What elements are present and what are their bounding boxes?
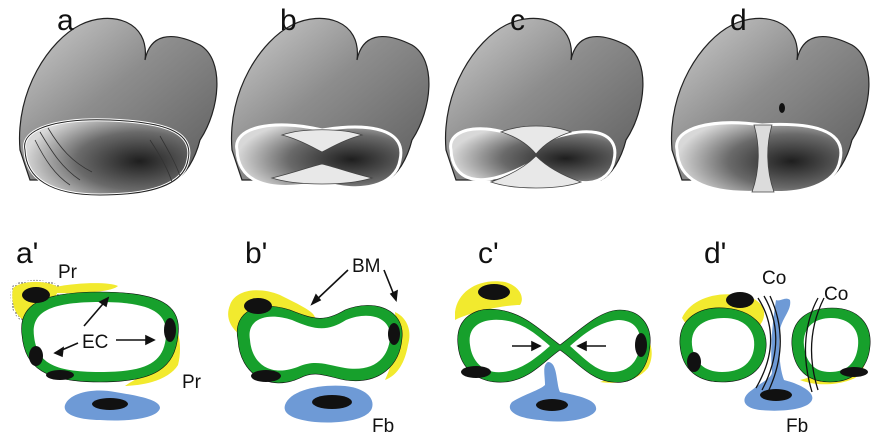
label-ec: EC bbox=[82, 332, 108, 353]
fibroblast-c-nucleus bbox=[536, 399, 568, 411]
nucleus-c-1 bbox=[478, 284, 510, 300]
fibroblast-d-nucleus bbox=[760, 389, 792, 401]
label-pr-left: Pr bbox=[58, 262, 78, 283]
panel-a-vessel: a bbox=[20, 4, 217, 195]
lumen-d-left bbox=[692, 318, 754, 372]
panel-c-prime-section: c' bbox=[455, 237, 652, 422]
nucleus-b-1 bbox=[244, 298, 272, 314]
panel-b-label: b bbox=[280, 4, 297, 37]
panel-d-prime-section: d' Co Co Fb bbox=[680, 237, 870, 437]
nucleus-c-3 bbox=[635, 333, 647, 357]
nucleus-d-2 bbox=[687, 352, 701, 372]
panel-a-prime-section: a' Pr EC Pr bbox=[11, 237, 201, 421]
nucleus-a-1 bbox=[22, 287, 50, 303]
panel-c-vessel: c bbox=[446, 4, 643, 188]
panel-a-label: a bbox=[57, 4, 74, 37]
nucleus-b-3 bbox=[388, 323, 400, 345]
pericyte-a-top bbox=[55, 283, 118, 293]
fibroblast-b-nucleus bbox=[312, 395, 352, 409]
label-pr-right: Pr bbox=[182, 372, 202, 393]
label-co-left: Co bbox=[762, 268, 786, 289]
panel-b-vessel: b bbox=[232, 4, 429, 188]
nucleus-a-2 bbox=[164, 318, 176, 342]
panel-d-prime-label: d' bbox=[704, 237, 726, 270]
panel-c-prime-label: c' bbox=[478, 237, 499, 270]
fibroblast-a-nucleus bbox=[92, 398, 128, 410]
panel-d-vessel: d bbox=[672, 4, 869, 193]
label-co-right: Co bbox=[824, 284, 848, 305]
nucleus-d-1 bbox=[726, 292, 754, 308]
nucleus-d-3 bbox=[840, 367, 868, 377]
label-bm: BM bbox=[352, 256, 381, 277]
panel-c-label: c bbox=[510, 4, 525, 37]
nucleus-b-2 bbox=[251, 370, 281, 382]
label-fb-b: Fb bbox=[372, 416, 394, 437]
panel-d-label: d bbox=[730, 4, 747, 37]
panel-a-prime-label: a' bbox=[16, 237, 38, 270]
vessel-d-hole bbox=[779, 103, 785, 113]
panel-b-prime-section: b' BM Fb bbox=[228, 237, 409, 437]
nucleus-a-4 bbox=[46, 370, 74, 380]
panel-b-prime-label: b' bbox=[245, 237, 267, 270]
vessel-a-opening bbox=[25, 120, 189, 195]
nucleus-c-2 bbox=[461, 366, 491, 378]
nucleus-a-3 bbox=[29, 346, 43, 366]
label-fb-d: Fb bbox=[786, 416, 808, 437]
